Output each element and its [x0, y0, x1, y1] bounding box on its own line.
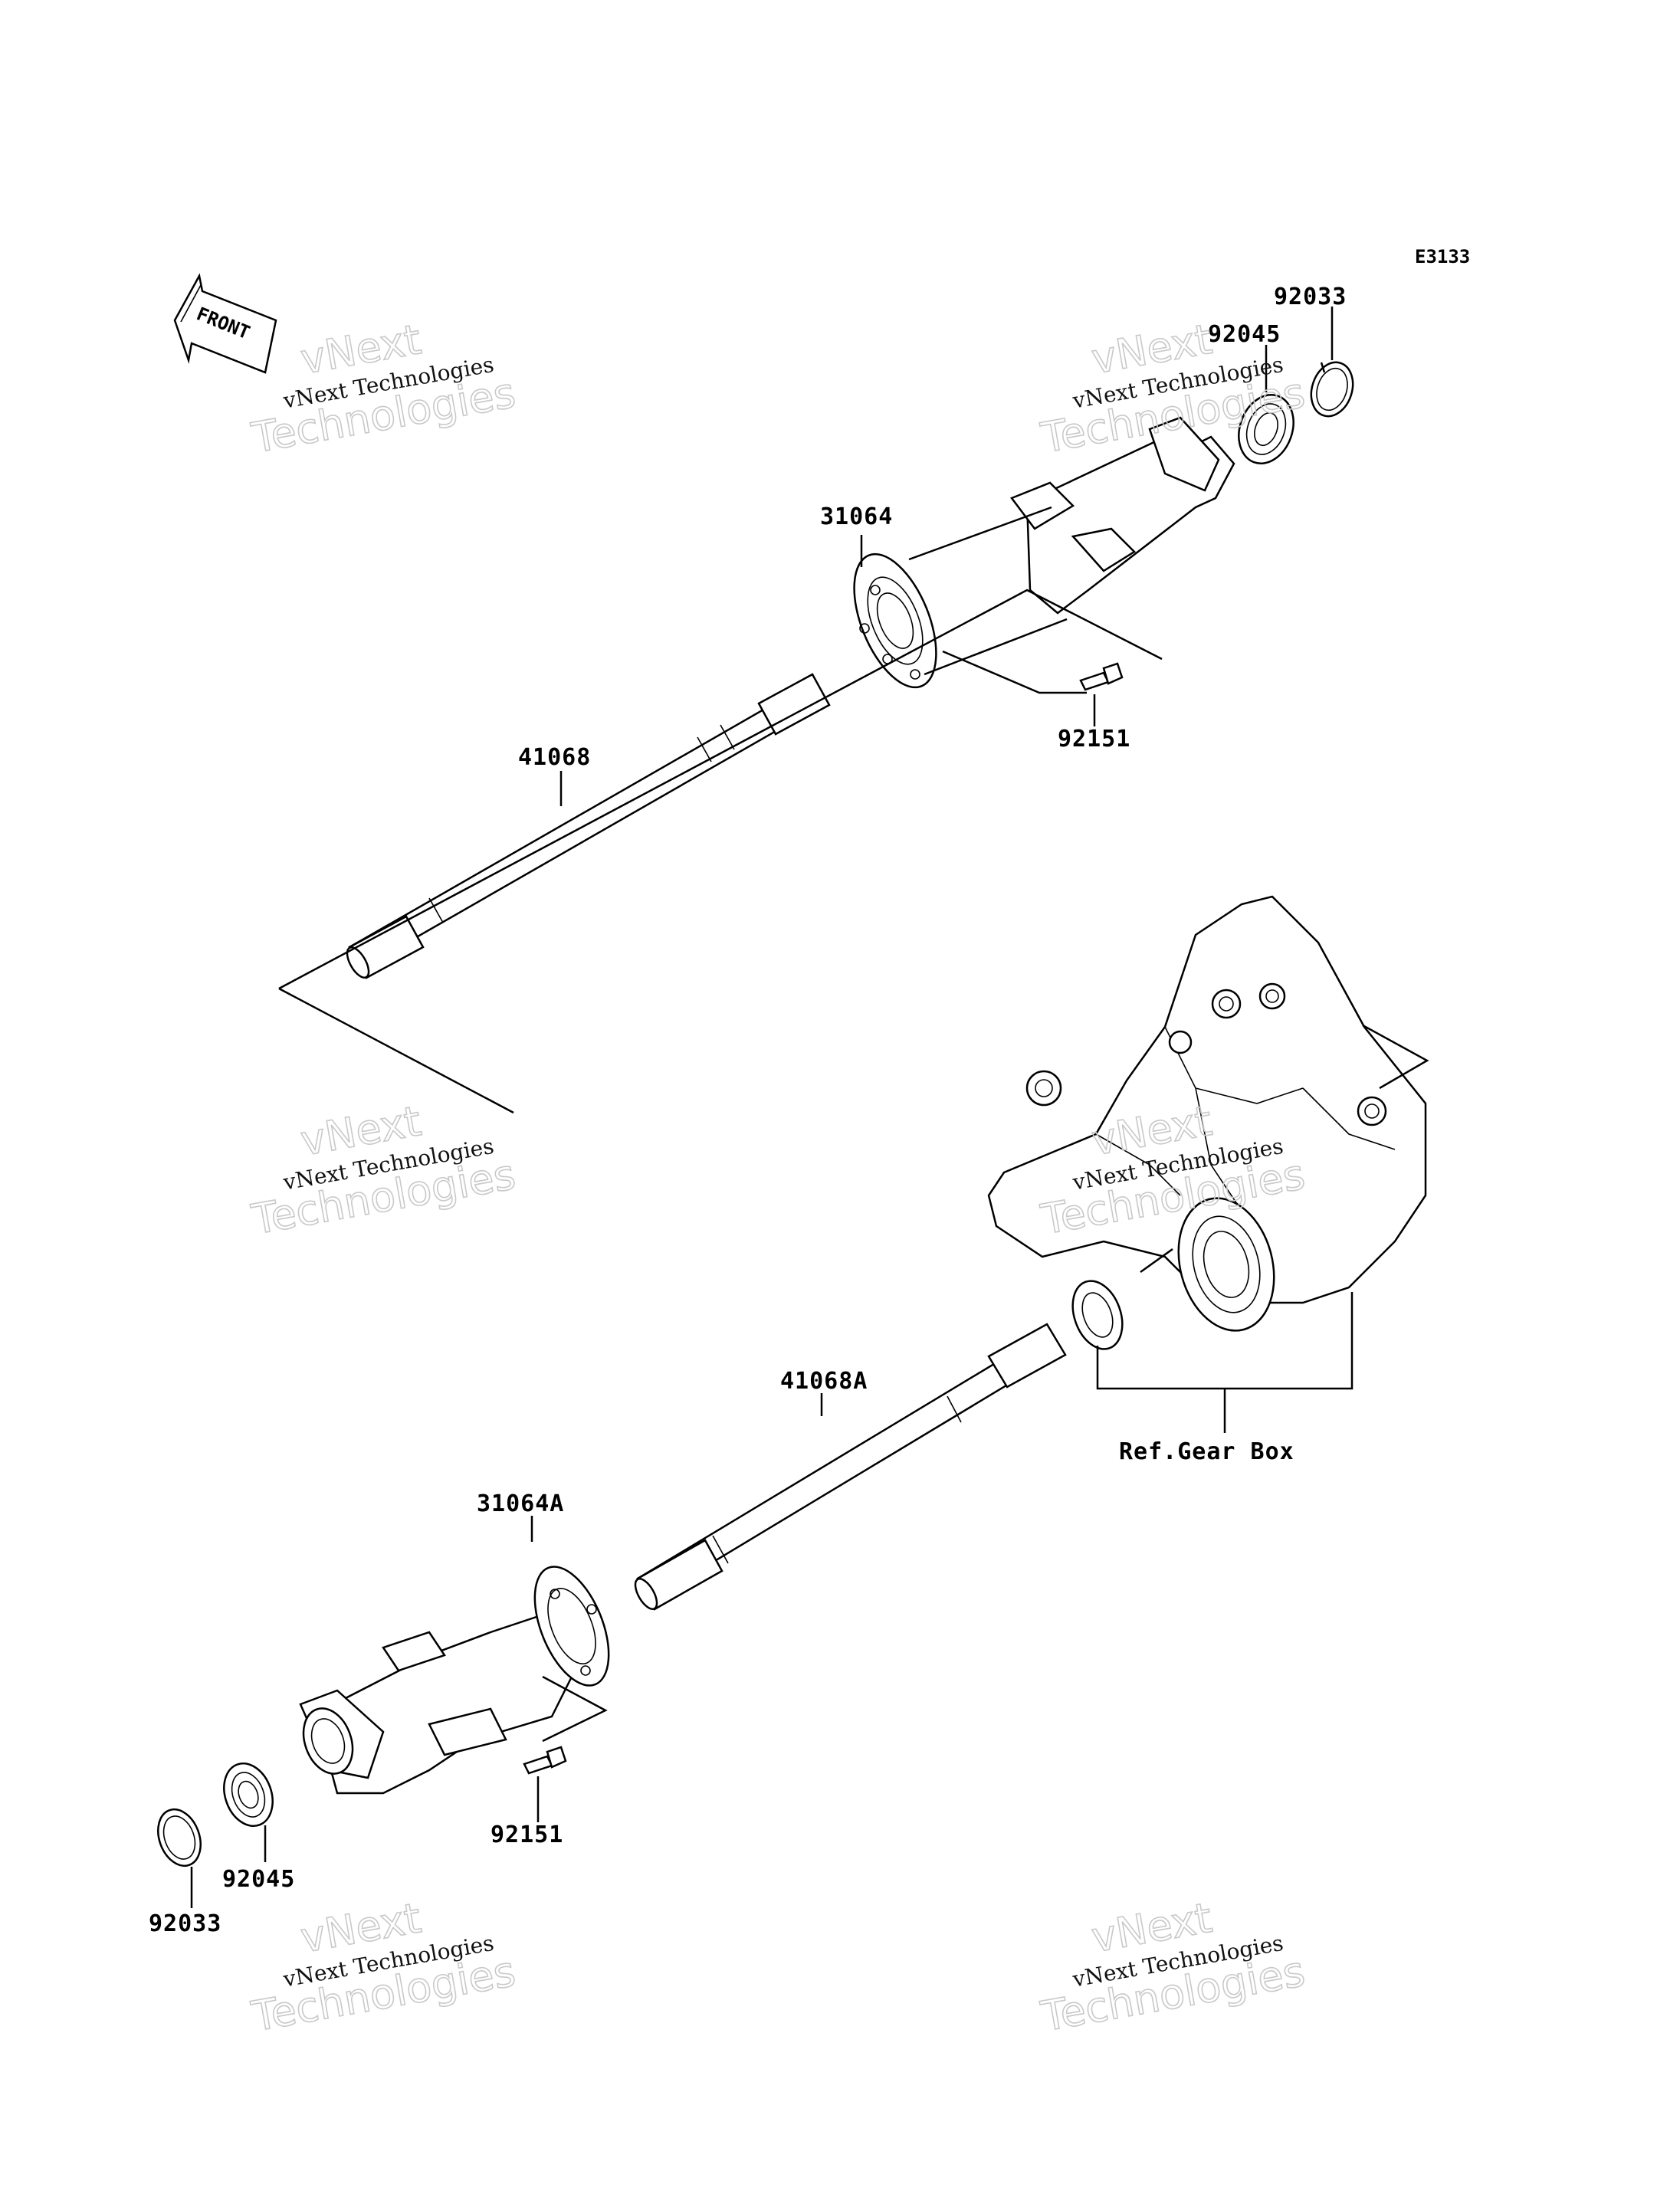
leader-lines: [190, 307, 1429, 1908]
watermark-bottom-left: vNext Technologies vNext Technologies: [248, 1893, 520, 2041]
shaft-41068A: [634, 1323, 1067, 1611]
bearing-92045-bottom: [223, 1762, 274, 1828]
label-41068: 41068: [518, 744, 591, 771]
watermark-middle-left: vNext Technologies vNext Technologies: [248, 1096, 520, 1244]
label-92033-top: 92033: [1274, 284, 1347, 310]
axle-housing-31064A: [299, 1566, 610, 1795]
bolt-92151-bottom: [523, 1746, 567, 1775]
label-92045-bottom: 92045: [222, 1866, 295, 1893]
label-92151-top: 92151: [1058, 726, 1130, 753]
label-92033-bottom: 92033: [149, 1910, 221, 1937]
label-92151-bottom: 92151: [491, 1822, 563, 1848]
label-41068A: 41068A: [780, 1368, 868, 1395]
label-31064A: 31064A: [477, 1490, 564, 1517]
bolt-92151-top: [1079, 662, 1124, 691]
gear-box: [987, 895, 1427, 1332]
label-31064: 31064: [820, 503, 893, 530]
watermark-top-left: vNext Technologies vNext Technologies: [248, 314, 520, 463]
label-ref-gear-box: Ref.Gear Box: [1119, 1438, 1294, 1465]
snap-ring-92033-top: [1310, 361, 1354, 418]
diagram-code: E3133: [1415, 246, 1470, 267]
axle-housing-31064: [853, 416, 1235, 689]
bearing-92045-top: [1238, 393, 1294, 465]
shaft-41068: [346, 673, 831, 979]
snap-ring-92033-bottom: [157, 1808, 202, 1867]
watermark-bottom-right: vNext Technologies vNext Technologies: [1037, 1893, 1309, 2041]
label-92045-top: 92045: [1208, 321, 1281, 348]
front-arrow-icon: FRONT: [173, 273, 277, 374]
oil-seal: [1071, 1280, 1124, 1350]
